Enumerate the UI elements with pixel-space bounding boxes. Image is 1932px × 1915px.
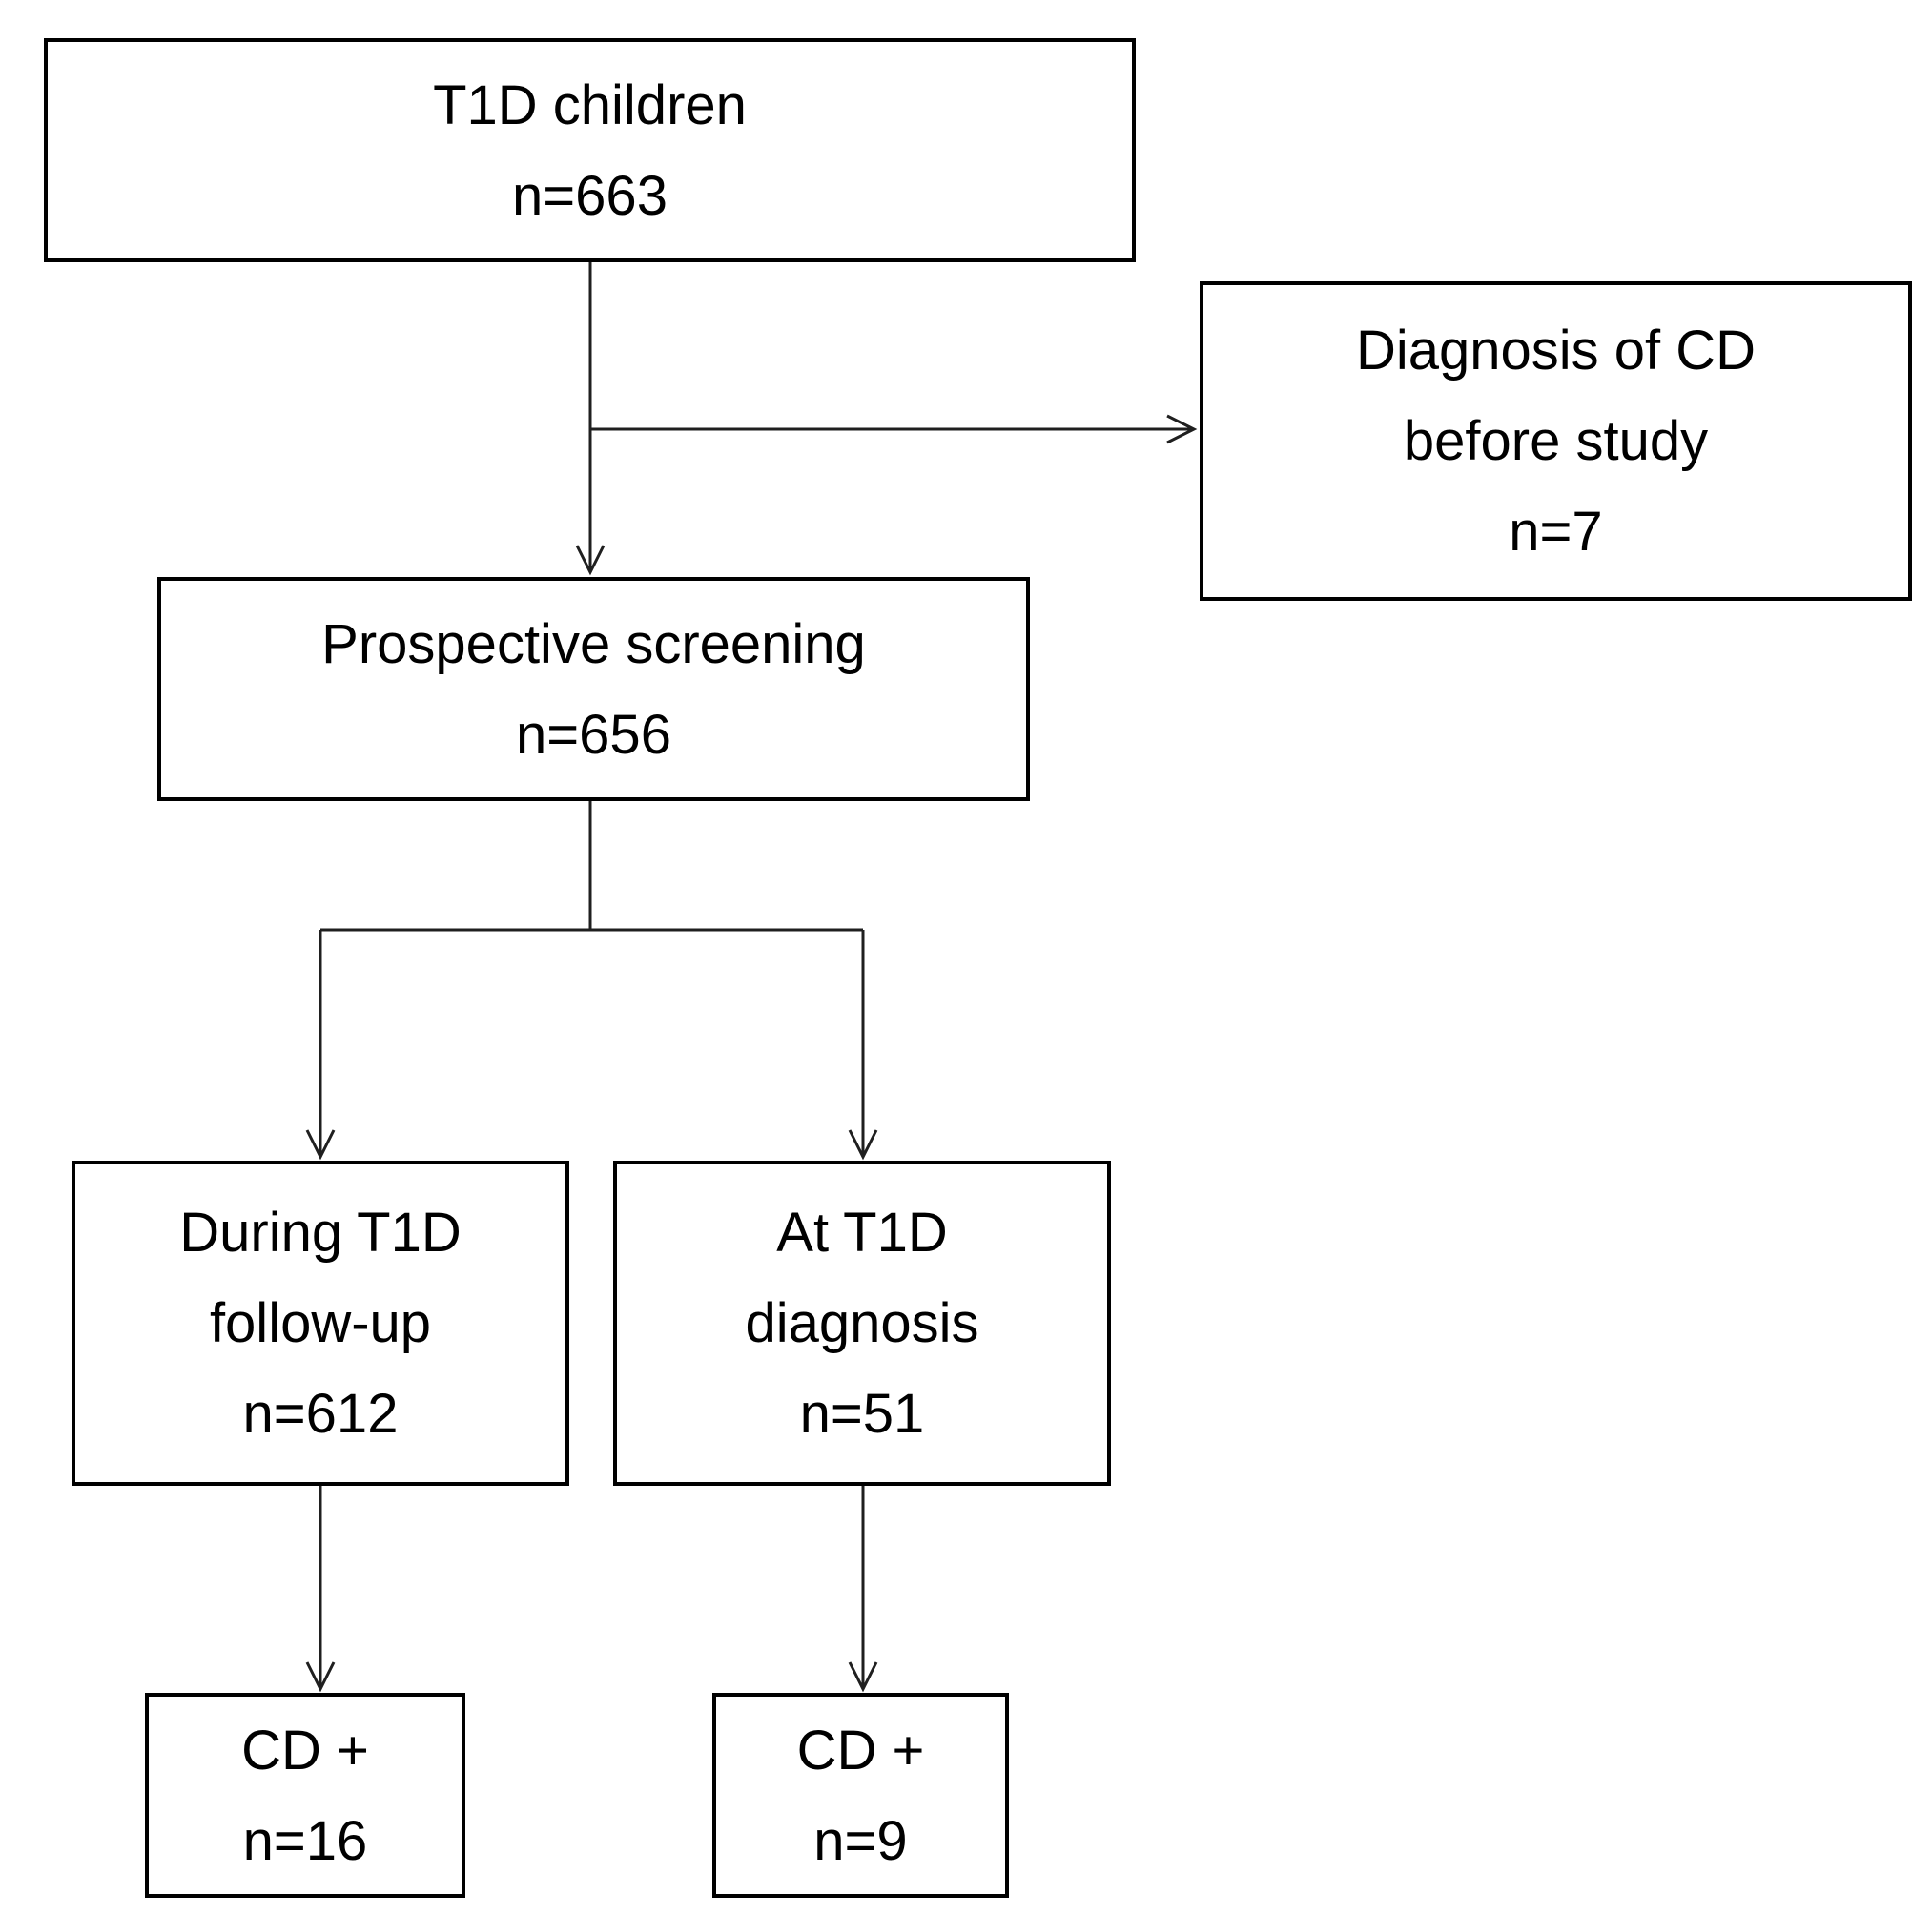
node-cd-positive-at-diagnosis: CD + n=9 xyxy=(712,1693,1009,1898)
node-cd-positive-fu-label: CD + xyxy=(241,1719,369,1781)
node-cd-positive-diag-label: CD + xyxy=(796,1719,925,1781)
node-at-t1d-label-2: diagnosis xyxy=(745,1292,979,1354)
node-cd-positive-follow-up: CD + n=16 xyxy=(145,1693,465,1898)
node-during-t1d-follow-up: During T1D follow-up n=612 xyxy=(72,1161,569,1486)
node-cd-before-study-count: n=7 xyxy=(1509,501,1603,563)
node-at-t1d-count: n=51 xyxy=(799,1383,925,1445)
arrowhead-down-cdpos-diag xyxy=(848,1661,878,1693)
node-at-t1d-diagnosis: At T1D diagnosis n=51 xyxy=(613,1161,1111,1486)
node-prospective-screening-count: n=656 xyxy=(516,703,671,766)
node-t1d-children: T1D children n=663 xyxy=(44,38,1136,262)
node-during-t1d-label-1: During T1D xyxy=(179,1202,462,1264)
node-during-t1d-count: n=612 xyxy=(242,1383,399,1445)
node-cd-before-study: Diagnosis of CD before study n=7 xyxy=(1200,281,1912,601)
arrowhead-right-cd-before xyxy=(1166,414,1198,444)
node-t1d-children-label: T1D children xyxy=(433,73,747,136)
arrowhead-down-prospective xyxy=(575,545,606,576)
node-cd-before-study-label-1: Diagnosis of CD xyxy=(1355,319,1757,381)
node-prospective-screening: Prospective screening n=656 xyxy=(157,577,1030,801)
node-t1d-children-count: n=663 xyxy=(512,164,668,227)
arrowhead-down-atdiag xyxy=(848,1129,878,1161)
arrowhead-down-during xyxy=(305,1129,336,1161)
node-cd-positive-diag-count: n=9 xyxy=(813,1809,908,1872)
arrowhead-down-cdpos-fu xyxy=(305,1661,336,1693)
node-cd-before-study-label-2: before study xyxy=(1403,410,1709,472)
node-at-t1d-label-1: At T1D xyxy=(776,1202,948,1264)
node-cd-positive-fu-count: n=16 xyxy=(242,1809,368,1872)
node-during-t1d-label-2: follow-up xyxy=(209,1292,432,1354)
node-prospective-screening-label: Prospective screening xyxy=(321,612,866,675)
